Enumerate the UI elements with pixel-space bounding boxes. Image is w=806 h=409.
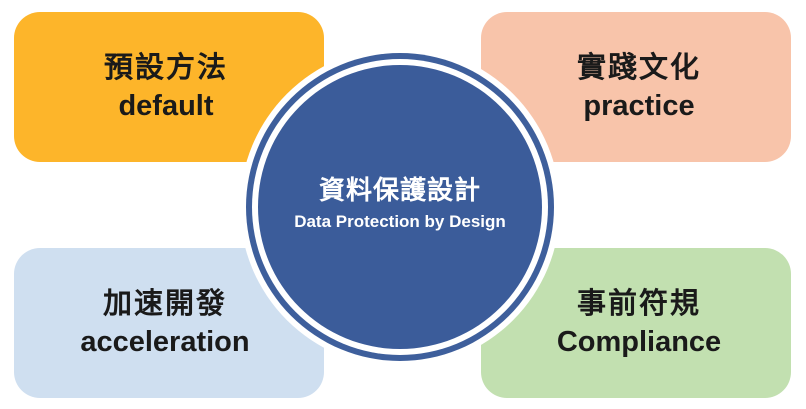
center-title-en: Data Protection by Design bbox=[294, 212, 506, 231]
box-compliance-label-en: Compliance bbox=[556, 326, 722, 358]
box-compliance-label-zh: 事前符規 bbox=[576, 286, 701, 320]
box-practice-label-en: practice bbox=[583, 90, 695, 122]
box-practice-label-zh: 實踐文化 bbox=[576, 50, 701, 84]
box-default-label-zh: 預設方法 bbox=[103, 50, 228, 84]
box-default-label-en: default bbox=[118, 90, 214, 122]
center-circle: 資料保護設計 Data Protection by Design bbox=[258, 65, 542, 349]
box-default: 預設方法 default bbox=[14, 12, 324, 162]
box-acceleration-label-en: acceleration bbox=[80, 326, 250, 358]
box-acceleration-label-zh: 加速開發 bbox=[102, 286, 227, 320]
center-title-zh: 資料保護設計 bbox=[318, 176, 481, 206]
